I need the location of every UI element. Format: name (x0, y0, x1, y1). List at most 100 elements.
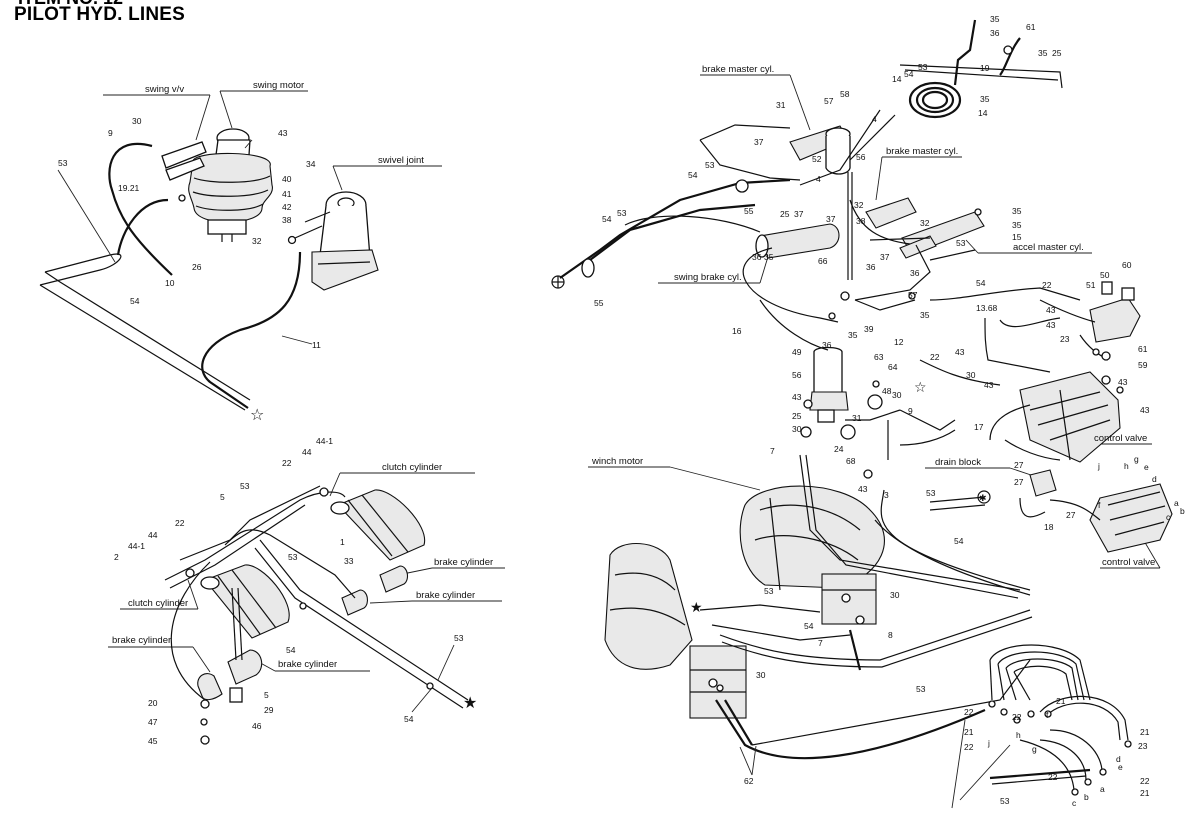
brake-master-cylinder-2 (865, 197, 917, 229)
callout: 37 (826, 214, 836, 224)
callout: g (1134, 454, 1139, 464)
callout: 36 (910, 268, 920, 278)
callout: 61 (1138, 344, 1148, 354)
callout: 37 (794, 209, 804, 219)
callout: 17 (974, 422, 984, 432)
callout: 2 (114, 552, 119, 562)
callout: 43 (792, 392, 802, 402)
callout: 44-1 (128, 541, 145, 551)
callout: b (1180, 506, 1185, 516)
callout: j (1097, 461, 1100, 471)
callout: d (1116, 754, 1121, 764)
label-brake-cylinder-3: brake cylinder (112, 635, 171, 646)
callout: 57 (824, 96, 834, 106)
callout: 62 (744, 776, 754, 786)
page-title: PILOT HYD. LINES (14, 4, 186, 25)
callout: 19 (980, 63, 990, 73)
callout: 61 (1026, 22, 1036, 32)
callout: 30 (756, 670, 766, 680)
callout: 38 (856, 216, 866, 226)
callout: 31 (776, 100, 786, 110)
callout-numbers: 9 30 43 53 19.21 26 10 54 40 41 42 38 34… (58, 14, 1185, 808)
brake-master-cylinder-1 (789, 125, 851, 175)
callout: 54 (602, 214, 612, 224)
callout: 53 (916, 684, 926, 694)
callout: 43 (1046, 320, 1056, 330)
callout: 43 (1140, 405, 1150, 415)
callout: 22 (175, 518, 185, 528)
callout: 58 (840, 89, 850, 99)
callout: 53 (288, 552, 298, 562)
callout: f (1098, 500, 1101, 510)
callout: 30 (792, 424, 802, 434)
callout: 32 (854, 200, 864, 210)
callout: 33 (344, 556, 354, 566)
callout: 54 (286, 645, 296, 655)
svg-text:✱: ✱ (979, 494, 987, 504)
callout: c (1072, 798, 1077, 808)
callout: 53 (926, 488, 936, 498)
callout: g (1032, 744, 1037, 754)
winch-motor (739, 485, 885, 625)
callout: 16 (732, 326, 742, 336)
callout: 54 (904, 69, 914, 79)
callout: h (1016, 730, 1021, 740)
callout: 53 (617, 208, 627, 218)
callout: 30 (890, 590, 900, 600)
callout: 48 (882, 386, 892, 396)
label-brake-cylinder-1: brake cylinder (434, 557, 493, 568)
callout: 54 (130, 296, 140, 306)
swing-brake-cylinder (755, 223, 840, 259)
callout: 43 (278, 128, 288, 138)
callout: 57 (908, 290, 918, 300)
callout: 22 (964, 707, 974, 717)
callout: 54 (954, 536, 964, 546)
callout: 30 (892, 390, 902, 400)
label-brake-master-2: brake master cyl. (886, 146, 958, 157)
callout: 38 (282, 215, 292, 225)
callout: 54 (688, 170, 698, 180)
label-clutch-cylinder-1: clutch cylinder (382, 462, 442, 473)
label-accel-master: accel master cyl. (1013, 242, 1084, 253)
winch-motor-lower (604, 543, 747, 719)
label-drain-block: drain block (935, 457, 981, 468)
callout: 10 (165, 278, 175, 288)
callout: 46 (252, 721, 262, 731)
callout: 53 (1000, 796, 1010, 806)
control-valve-upper (1019, 371, 1121, 463)
callout: 35 (1012, 206, 1022, 216)
callout: 43 (984, 380, 994, 390)
callout: 35 (920, 310, 930, 320)
callout: 3 (884, 490, 889, 500)
callout: 7 (770, 446, 775, 456)
group-hose-harness (951, 644, 1132, 809)
callout: 36 (990, 28, 1000, 38)
callout: 45 (148, 736, 158, 746)
callout: 22 (1042, 280, 1052, 290)
callout: 39 (864, 324, 874, 334)
label-winch-motor: winch motor (591, 456, 643, 467)
callout: 37 (880, 252, 890, 262)
callout: 56 (856, 152, 866, 162)
label-swing-brake: swing brake cyl. (674, 272, 742, 283)
callout: a (1174, 498, 1179, 508)
callout: 40 (282, 174, 292, 184)
callout: 35 (848, 330, 858, 340)
callout: 9 (908, 406, 913, 416)
callout: 53 (764, 586, 774, 596)
component-labels: swing v/v swing motor swivel joint clutc… (112, 64, 1155, 670)
callout: 27 (1066, 510, 1076, 520)
control-valve-lower (1089, 483, 1173, 553)
callout: 14 (978, 108, 988, 118)
swivel-joint (311, 191, 379, 291)
callout: h (1124, 461, 1129, 471)
solenoid-block (1089, 281, 1141, 343)
callout: 15 (1012, 232, 1022, 242)
callout: 22 (1012, 712, 1022, 722)
callout: 35 (764, 252, 774, 262)
callout: e (1118, 762, 1123, 772)
label-swing-motor: swing motor (253, 80, 304, 91)
callout: 21 (1140, 788, 1150, 798)
callout: 22 (1048, 772, 1058, 782)
